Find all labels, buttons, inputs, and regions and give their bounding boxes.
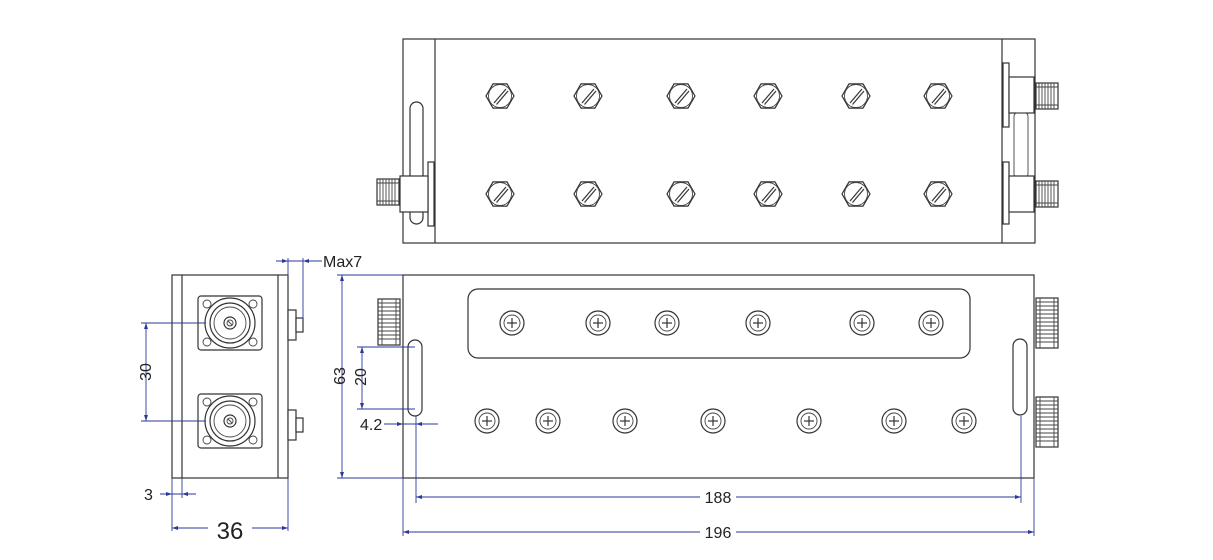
- dim-label-30: 30: [138, 363, 155, 381]
- dimensions: Max7 30 3 36: [138, 254, 1035, 545]
- hex-bolt: [753, 83, 783, 109]
- housing-screw: [612, 408, 638, 434]
- housing-screw: [881, 408, 907, 434]
- cover-screw: [918, 310, 944, 336]
- hex-bolt: [841, 83, 871, 109]
- hex-bolt: [485, 181, 515, 207]
- left-side-connector: [377, 298, 401, 346]
- dim-label-188: 188: [705, 490, 732, 507]
- cover-screw: [499, 310, 525, 336]
- side-view: [377, 274, 1059, 479]
- hex-bolt: [573, 181, 603, 207]
- dim-188: 188: [415, 416, 1022, 507]
- dim-36: 36: [172, 478, 289, 545]
- top-view-slot: [409, 101, 424, 225]
- slot-left: [407, 339, 423, 417]
- hex-bolt: [841, 181, 871, 207]
- end-view: [171, 274, 304, 479]
- housing-screw: [951, 408, 977, 434]
- dim-label-63: 63: [332, 367, 349, 385]
- dim-4-2: 4.2: [360, 417, 438, 434]
- dim-label-max7: Max7: [323, 254, 362, 271]
- hex-bolt: [923, 181, 953, 207]
- dim-63: 63: [332, 274, 403, 479]
- dim-label-20: 20: [353, 368, 370, 386]
- hex-bolt: [666, 181, 696, 207]
- cover-screw: [585, 310, 611, 336]
- slot-right: [1012, 338, 1028, 416]
- end-view-housing: [171, 274, 289, 479]
- cover-screw: [849, 310, 875, 336]
- dim-max7: Max7: [276, 254, 362, 320]
- hex-bolt: [485, 83, 515, 109]
- housing-screw: [474, 408, 500, 434]
- top-view-housing: [402, 38, 1036, 244]
- right-connector-upper: [1002, 62, 1059, 128]
- side-view-housing: [402, 274, 1035, 479]
- housing-screw: [796, 408, 822, 434]
- cover-plate: [467, 288, 971, 359]
- hex-bolt: [753, 181, 783, 207]
- hex-bolt: [923, 83, 953, 109]
- cover-screw: [654, 310, 680, 336]
- hex-bolt: [666, 83, 696, 109]
- right-connector-lower: [1002, 161, 1059, 225]
- housing-screw: [700, 408, 726, 434]
- top-view: [376, 38, 1059, 244]
- right-side-connector-lower: [1035, 396, 1059, 448]
- left-connector: [376, 161, 435, 227]
- dim-30: 30: [138, 322, 206, 422]
- n-connector-front-lower: [197, 393, 263, 449]
- dim-20: 20: [353, 346, 415, 410]
- dim-label-4-2: 4.2: [360, 417, 382, 434]
- dim-label-3: 3: [144, 487, 153, 504]
- dim-3: 3: [144, 478, 196, 531]
- dim-label-196: 196: [705, 525, 732, 542]
- cover-screw: [745, 310, 771, 336]
- right-side-connector-upper: [1035, 297, 1059, 349]
- dim-label-36: 36: [217, 518, 244, 545]
- hex-bolt: [573, 83, 603, 109]
- housing-screw: [535, 408, 561, 434]
- dim-196: 196: [402, 478, 1035, 542]
- n-connector-front-upper: [197, 295, 263, 351]
